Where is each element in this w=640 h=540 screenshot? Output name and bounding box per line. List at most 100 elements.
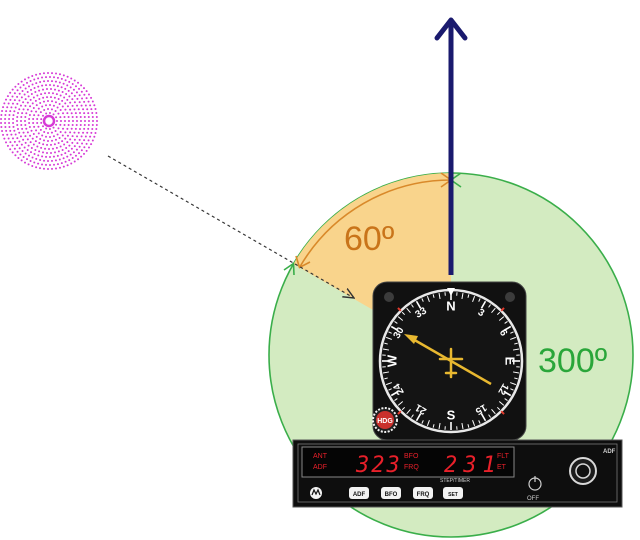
ndb-dot (43, 130, 46, 133)
compass-tick (491, 408, 496, 415)
ndb-dot (45, 88, 48, 91)
ndb-dot (9, 91, 12, 94)
ndb-dot (39, 111, 42, 114)
ndb-dot (48, 148, 50, 150)
ndb-dot (38, 98, 41, 101)
hdg-knob[interactable]: HDG (372, 407, 398, 433)
tuning-knob[interactable] (569, 457, 597, 485)
ndb-dot (67, 124, 70, 127)
power-knob[interactable] (528, 476, 542, 491)
ndb-dot (6, 106, 9, 109)
ndb-dot (54, 130, 57, 133)
ndb-dot (4, 118, 7, 120)
ndb-dot (32, 122, 35, 125)
bfo-button[interactable]: BFO (381, 487, 401, 499)
ndb-dot (41, 76, 44, 79)
ndb-dot (41, 134, 44, 137)
ndb-dot (74, 112, 77, 115)
ndb-dot (9, 110, 12, 113)
ndb-dot (22, 84, 25, 87)
ndb-dot (63, 123, 66, 126)
ndb-dot (16, 95, 19, 98)
ndb-dot (83, 116, 86, 119)
ndb-dot (54, 109, 57, 112)
ndb-dot (91, 127, 94, 130)
ndb-dot (26, 131, 29, 134)
ndb-dot (91, 100, 94, 103)
compass-tick (385, 336, 392, 340)
ndb-dot (55, 93, 58, 96)
ndb-dot (70, 147, 73, 150)
ndb-dot (75, 148, 78, 151)
ndb-dot (31, 164, 34, 167)
ndb-dot (25, 127, 28, 130)
ndb-dot (66, 164, 69, 167)
ndb-dot (39, 137, 42, 140)
ndb-dot (42, 151, 44, 154)
step-timer-label: STEP/TIMER (440, 478, 470, 484)
ndb-dot (31, 137, 34, 140)
ndb-dot (52, 113, 55, 116)
ndb-dot (26, 101, 29, 104)
set-button[interactable]: SET (443, 487, 463, 499)
compass-tick (512, 348, 520, 351)
ndb-dot (45, 151, 48, 154)
ndb-dot (57, 112, 60, 115)
ndb-dot (16, 137, 19, 140)
ndb-dot (18, 99, 21, 102)
ndb-dot (59, 109, 62, 112)
ndb-dot (95, 128, 98, 130)
compass-tick (415, 413, 422, 422)
compass-tick (385, 382, 392, 386)
ndb-dot (30, 151, 32, 154)
adf-button[interactable]: ADF (349, 487, 369, 499)
compass-tick (480, 413, 487, 422)
ndb-dot (23, 93, 26, 96)
ndb-dot (22, 101, 25, 104)
ndb-dot (18, 147, 21, 150)
ndb-dot (6, 133, 9, 136)
ndb-dot (71, 98, 74, 101)
mute-button[interactable] (310, 487, 322, 499)
ndb-dot (16, 124, 19, 127)
ndb-dot (51, 139, 54, 142)
compass-45-marker (397, 410, 402, 415)
ndb-dot (37, 114, 40, 117)
ndb-dot (75, 123, 78, 126)
ndb-dot (62, 127, 65, 130)
ndb-dot (0, 126, 3, 129)
ndb-dot (57, 141, 60, 144)
ndb-dot (83, 127, 86, 130)
ndb-dot (70, 77, 73, 80)
ndb-dot (8, 125, 11, 128)
ndb-dot (82, 131, 85, 134)
ndb-dot (83, 123, 86, 126)
angle-300-label: 300º (538, 342, 607, 380)
ndb-dot (87, 123, 90, 126)
compass-tick (438, 292, 441, 300)
ndb-dot (68, 120, 70, 122)
ndb-dot (24, 123, 27, 126)
ndb-dot (13, 129, 16, 132)
ndb-dot (78, 94, 81, 97)
ndb-dot (54, 101, 57, 104)
ndb-dot (4, 125, 7, 128)
ndb-dot (28, 154, 30, 157)
compass-tick (384, 377, 388, 380)
ndb-dot (32, 133, 35, 136)
ndb-dot (50, 151, 53, 154)
frq-indicator: FRQ (404, 464, 419, 471)
ndb-dot (63, 116, 66, 119)
ndb-dot (28, 85, 30, 88)
ndb-dot (45, 76, 47, 79)
ndb-dot (21, 112, 24, 115)
ndb-dot (27, 163, 30, 166)
frq-button[interactable]: FRQ (413, 487, 433, 499)
ndb-dot (12, 121, 15, 124)
ndb-dot (84, 120, 86, 122)
ndb-dot (24, 141, 27, 144)
ndb-dot (76, 135, 79, 138)
ndb-dot (56, 85, 59, 88)
ndb-dot (28, 125, 31, 128)
compass-tick (411, 304, 414, 308)
